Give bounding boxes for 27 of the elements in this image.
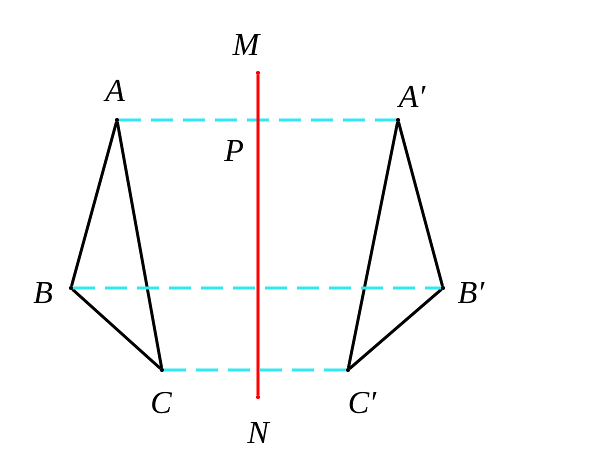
point-label: A′ bbox=[398, 80, 426, 112]
triangle-side bbox=[397, 122, 444, 286]
point-label: C bbox=[150, 386, 172, 418]
point-marker bbox=[396, 118, 400, 122]
axis-line bbox=[256, 75, 260, 395]
triangle-side bbox=[346, 122, 400, 368]
triangle-side bbox=[70, 122, 118, 286]
triangle-side bbox=[71, 288, 162, 370]
point-marker bbox=[441, 286, 445, 290]
point-label: B′ bbox=[458, 276, 484, 308]
point-marker bbox=[256, 71, 260, 75]
point-marker bbox=[346, 368, 350, 372]
point-label: M bbox=[232, 28, 260, 60]
point-label: C′ bbox=[348, 386, 376, 418]
triangle-side bbox=[348, 288, 442, 370]
point-marker bbox=[69, 286, 73, 290]
point-label: P bbox=[224, 134, 244, 166]
dashed-line bbox=[119, 118, 396, 122]
point-label: B bbox=[33, 276, 53, 308]
point-marker bbox=[160, 368, 164, 372]
point-marker bbox=[256, 395, 260, 399]
triangle-side bbox=[116, 122, 164, 368]
point-label: N bbox=[247, 416, 269, 448]
dashed-line bbox=[73, 286, 441, 290]
point-marker bbox=[115, 118, 119, 122]
dashed-line bbox=[164, 368, 346, 372]
point-label: A bbox=[105, 74, 125, 106]
